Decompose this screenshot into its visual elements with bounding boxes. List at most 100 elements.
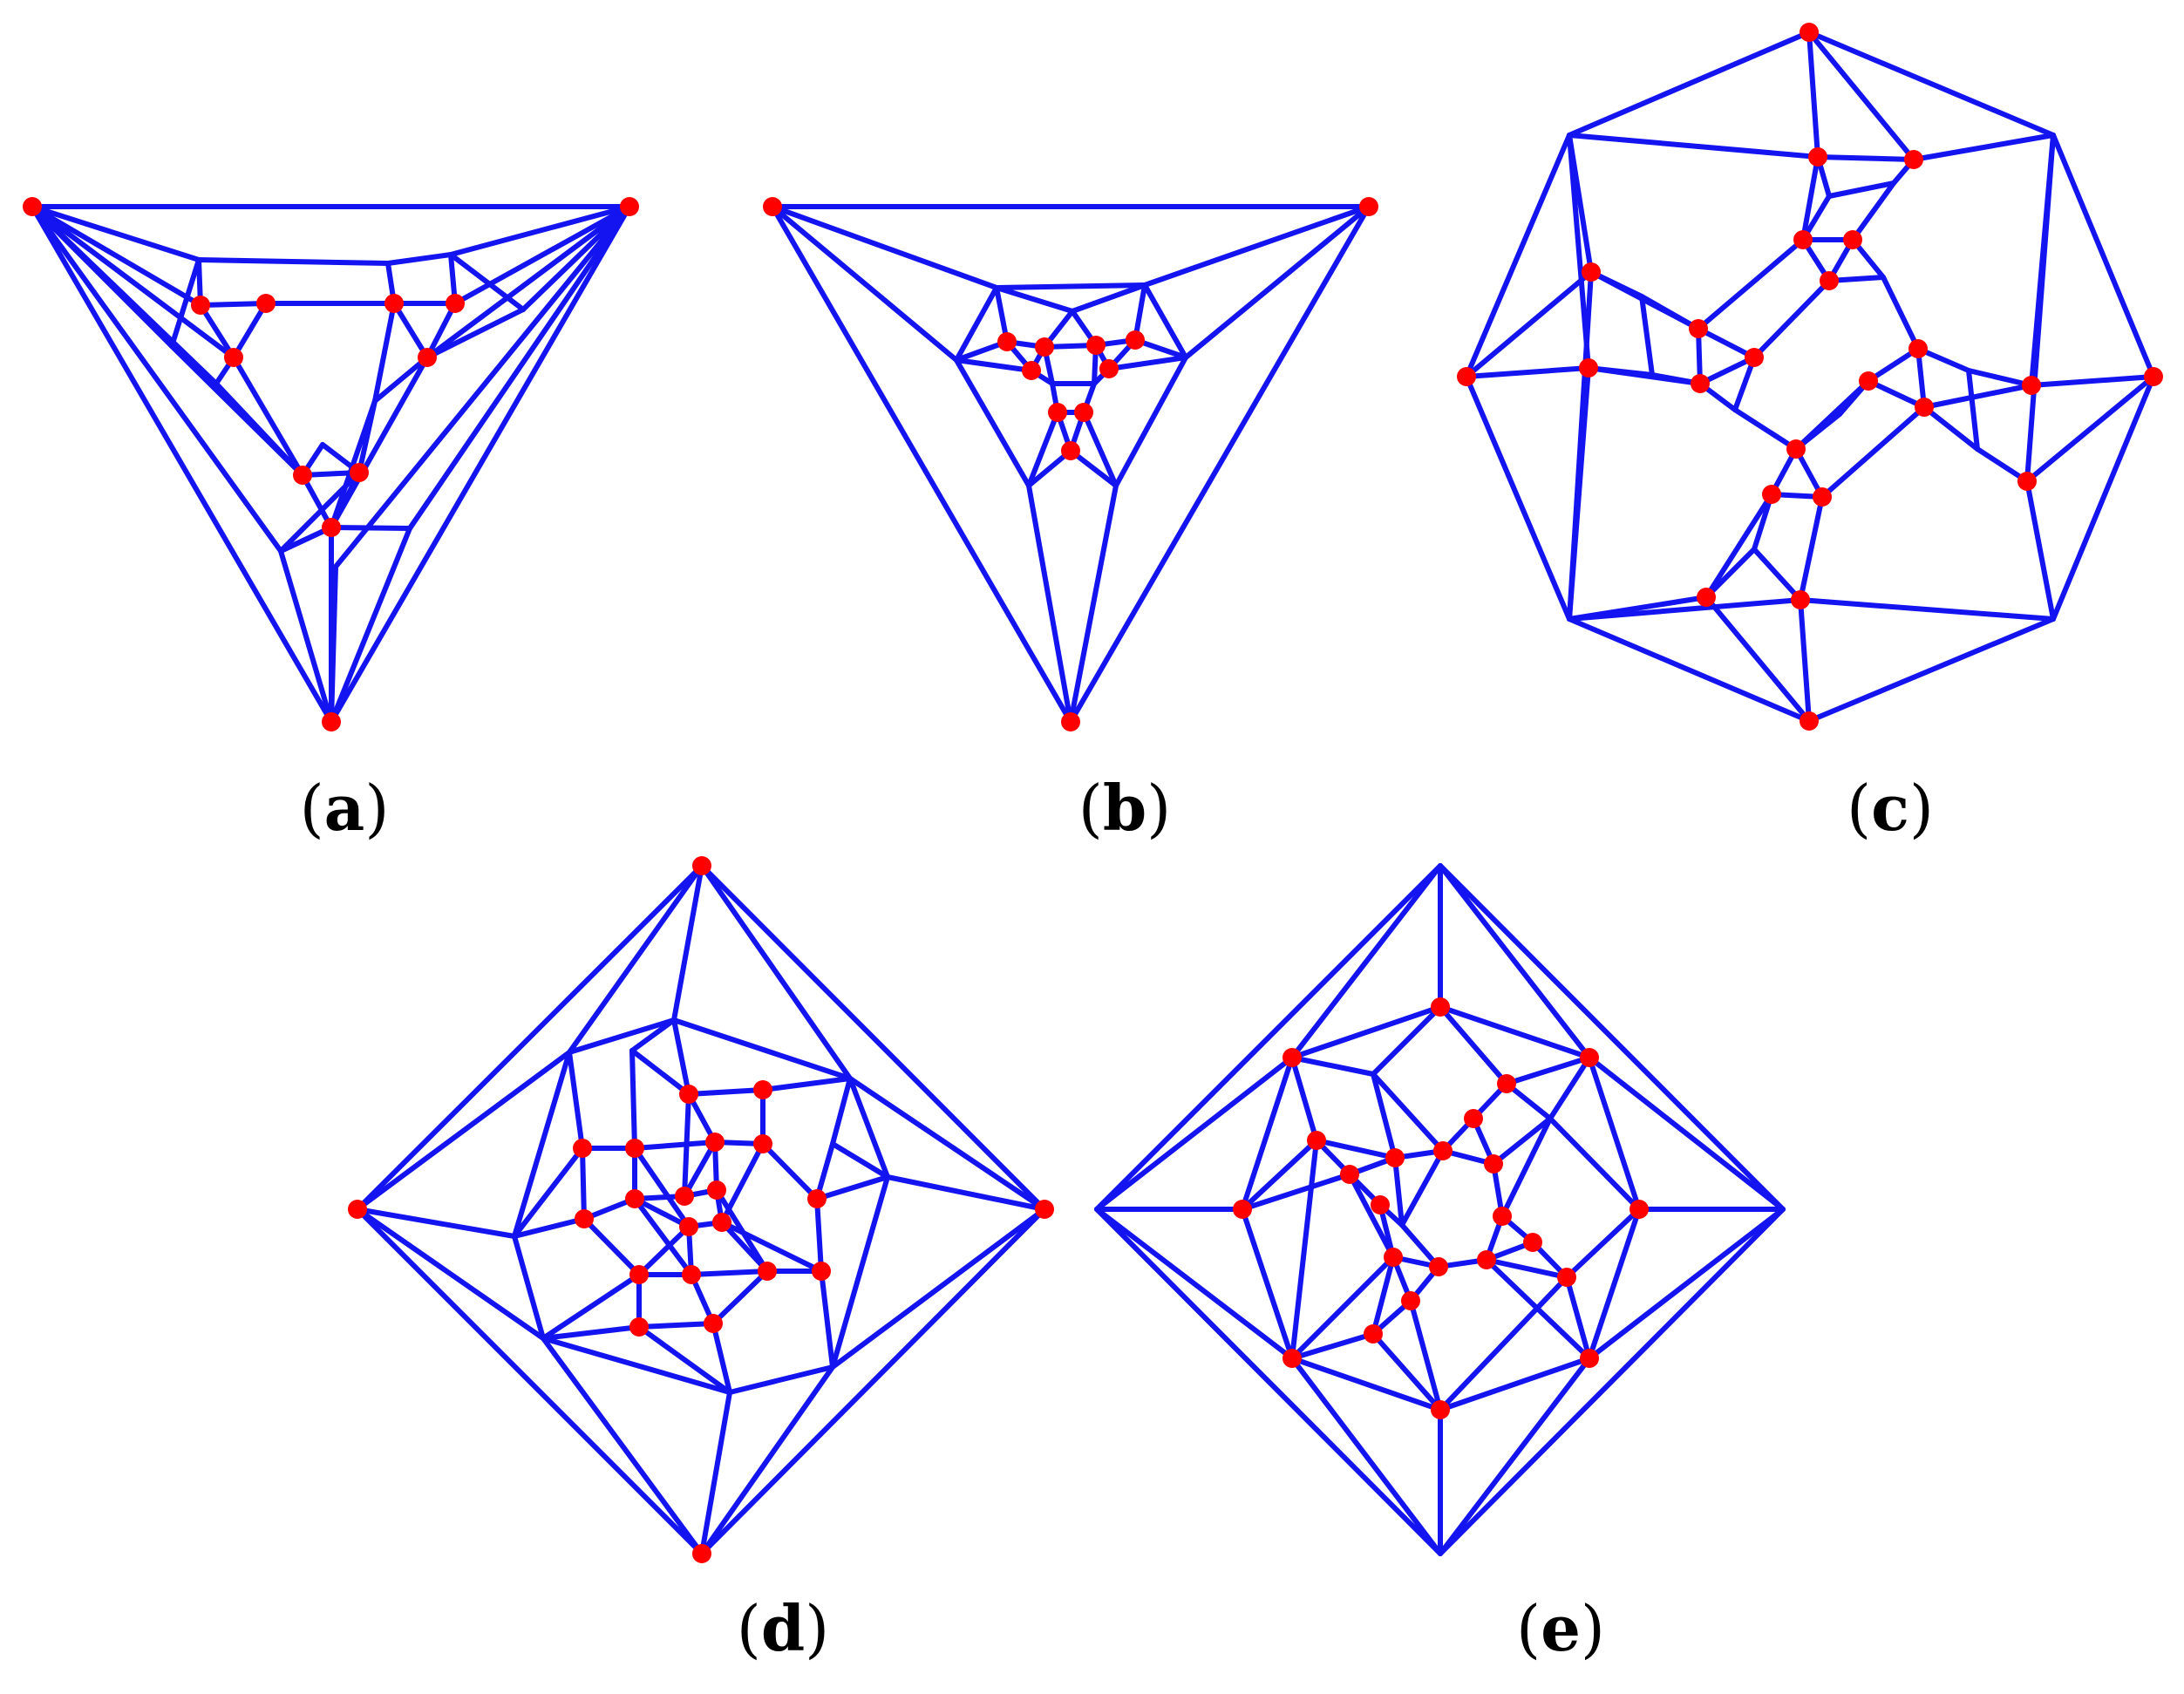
panel-c-edge [1798, 597, 2056, 622]
panel-e-edge [1289, 863, 1443, 1060]
panel-d-vertex [573, 1139, 592, 1158]
panel-c-edge [1567, 616, 1812, 724]
panel-d-edge [830, 1076, 853, 1146]
panel-e-vertex [1484, 1154, 1503, 1174]
panel-e-edge [1500, 1116, 1553, 1219]
panel-c-edge [1793, 378, 1871, 452]
panel-d-edge [814, 1174, 890, 1201]
panel-b-vertex [1061, 712, 1080, 731]
panel-e-edge [1438, 1004, 1509, 1086]
caption-e: (e) [1516, 1591, 1605, 1665]
panel-d-edge [830, 1174, 890, 1370]
panel-c-edge [1866, 346, 1921, 384]
panel-a-vertex [322, 712, 341, 731]
panel-a-edge [391, 301, 430, 360]
panel-c-vertex [1820, 271, 1839, 290]
panel-d-edge [699, 863, 1047, 1212]
panel-b-edge [954, 285, 999, 363]
panel-e-vertex [1557, 1268, 1576, 1287]
panel-a-edge [407, 204, 632, 531]
panel-e-vertex [1523, 1233, 1542, 1252]
panel-d-edge [682, 1140, 718, 1199]
panel-d-vertex [807, 1189, 827, 1208]
panel-d-edge [512, 1146, 585, 1239]
panel-c-edge [1911, 133, 2056, 162]
panel-d-edge [636, 1321, 716, 1330]
panel-a-vertex [384, 294, 404, 313]
panel-b-vertex [1022, 361, 1041, 380]
panel-a-edge [425, 301, 458, 360]
panel-a-edge [30, 204, 203, 308]
panel-d-edge [629, 1017, 677, 1053]
panel-d-edge [512, 1216, 587, 1239]
panel-d-edge [629, 1048, 637, 1151]
panel-e-edge [1094, 1055, 1295, 1212]
panel-b-graph [763, 197, 1378, 731]
panel-a-edge [169, 257, 201, 349]
panel-a-edge [329, 526, 412, 725]
panel-d-edge [760, 1141, 820, 1201]
panel-c-vertex [1579, 358, 1598, 378]
panel-c-edge [1915, 346, 1927, 410]
panel-d-edge [355, 1207, 517, 1239]
panel-e-edge [1289, 1055, 1376, 1077]
panel-d-edge [582, 1216, 642, 1277]
panel-d-vertex [704, 1314, 723, 1333]
panel-e-vertex [1364, 1324, 1383, 1344]
caption-b: (b) [1078, 771, 1172, 845]
panel-c-vertex [1457, 367, 1476, 386]
panel-c-edge [1696, 326, 1757, 360]
panel-c-vertex [1697, 588, 1716, 607]
panel-d-edge [580, 1146, 587, 1221]
panel-c-edge [1464, 374, 1572, 622]
panel-e-edge [1438, 1004, 1592, 1060]
panel-e-vertex [1384, 1248, 1403, 1267]
panel-c-vertex [1745, 348, 1764, 367]
panel-e-edge [1438, 1275, 1569, 1412]
panel-e-edge [1548, 1116, 1642, 1212]
panel-d-vertex [629, 1265, 649, 1284]
panel-c-edge [2024, 133, 2056, 484]
panel-b-vertex [1086, 336, 1106, 355]
panel-e-edge [1347, 1172, 1396, 1260]
panel-c-edge [1639, 294, 1655, 378]
panel-a-edge [329, 204, 632, 725]
panel-d-vertex [812, 1262, 831, 1281]
panel-d-edge [819, 1269, 835, 1370]
panel-e-edge [1094, 1207, 1295, 1361]
panel-a-edge [196, 257, 391, 266]
panel-a-edge [372, 355, 430, 404]
panel-e-edge [1587, 1055, 1642, 1212]
panel-c-vertex [1813, 487, 1832, 507]
panel-b-edge [1081, 410, 1119, 488]
panel-d-edge [567, 1050, 585, 1151]
panel-e-edge [1438, 1207, 1786, 1556]
panel-e-vertex [1431, 997, 1450, 1017]
panel-b-vertex [1359, 197, 1378, 216]
panel-e-vertex [1497, 1074, 1516, 1093]
panel-d-edge [636, 1324, 732, 1395]
panel-b-edge [770, 204, 959, 363]
panel-d-edge [719, 1220, 824, 1274]
panel-c-edge [1567, 597, 1803, 622]
panel-c-vertex [1691, 374, 1710, 393]
panel-c-edge [1567, 30, 1812, 138]
panel-d-vertex [758, 1262, 777, 1281]
panel-d-edge [830, 1207, 1047, 1370]
panel-e-edge [1548, 1055, 1592, 1121]
panel-c-edge [1704, 492, 1774, 600]
panel-d-edge [541, 1336, 704, 1556]
panel-c-vertex [1689, 319, 1708, 338]
panel-e-edge [1371, 1004, 1443, 1077]
panel-e-edge [1587, 1055, 1786, 1212]
panel-e-edge [1504, 1055, 1592, 1086]
panel-a-edge [520, 204, 632, 312]
panel-c-edge [1820, 405, 1927, 500]
panel-e-vertex [1401, 1291, 1420, 1310]
panel-b-edge [954, 357, 1031, 488]
panel-e-vertex [1431, 1400, 1450, 1419]
panel-c-edge [1798, 494, 1825, 602]
panel-d-vertex [679, 1217, 698, 1236]
panel-c-edge [1815, 154, 1916, 162]
panel-e-edge [1289, 1331, 1376, 1361]
